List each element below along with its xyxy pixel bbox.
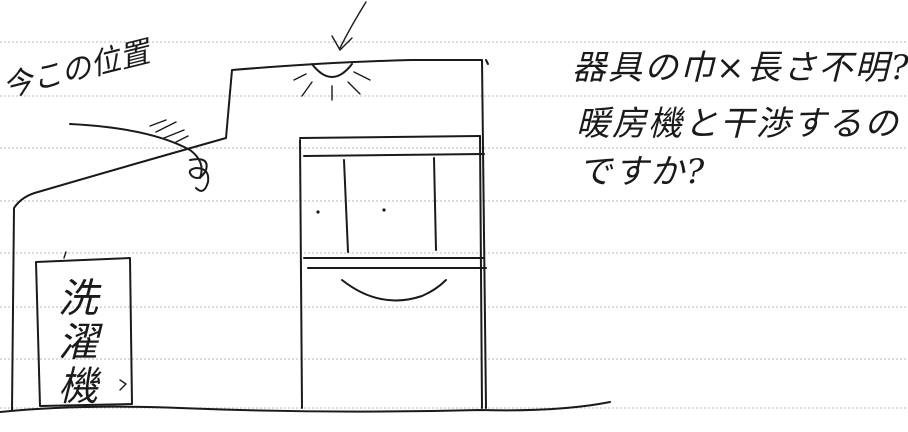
coil-fixture	[188, 158, 210, 192]
room-outline	[11, 59, 487, 411]
note-line-1: 器具の巾×長さ不明?	[572, 48, 908, 88]
note-line-2: 暖房機と干渉するの	[576, 104, 900, 144]
ceiling-drop-wall	[485, 59, 489, 65]
pointer-arrow	[339, 1, 367, 49]
ruled-lines	[0, 41, 908, 409]
washer-label-char-1: 洗	[58, 276, 98, 322]
pointer-arrowhead	[331, 35, 353, 51]
cabinet	[299, 135, 487, 409]
note-line-3: ですか?	[578, 152, 707, 192]
washer-label-char-3: 機	[58, 364, 98, 410]
current-position-pointer	[69, 123, 203, 179]
washer-box	[35, 251, 133, 407]
current-position-hatch	[149, 119, 189, 143]
floor-line	[0, 401, 611, 413]
light-fixture	[293, 63, 371, 101]
washer-label-char-2: 濯	[58, 320, 98, 366]
